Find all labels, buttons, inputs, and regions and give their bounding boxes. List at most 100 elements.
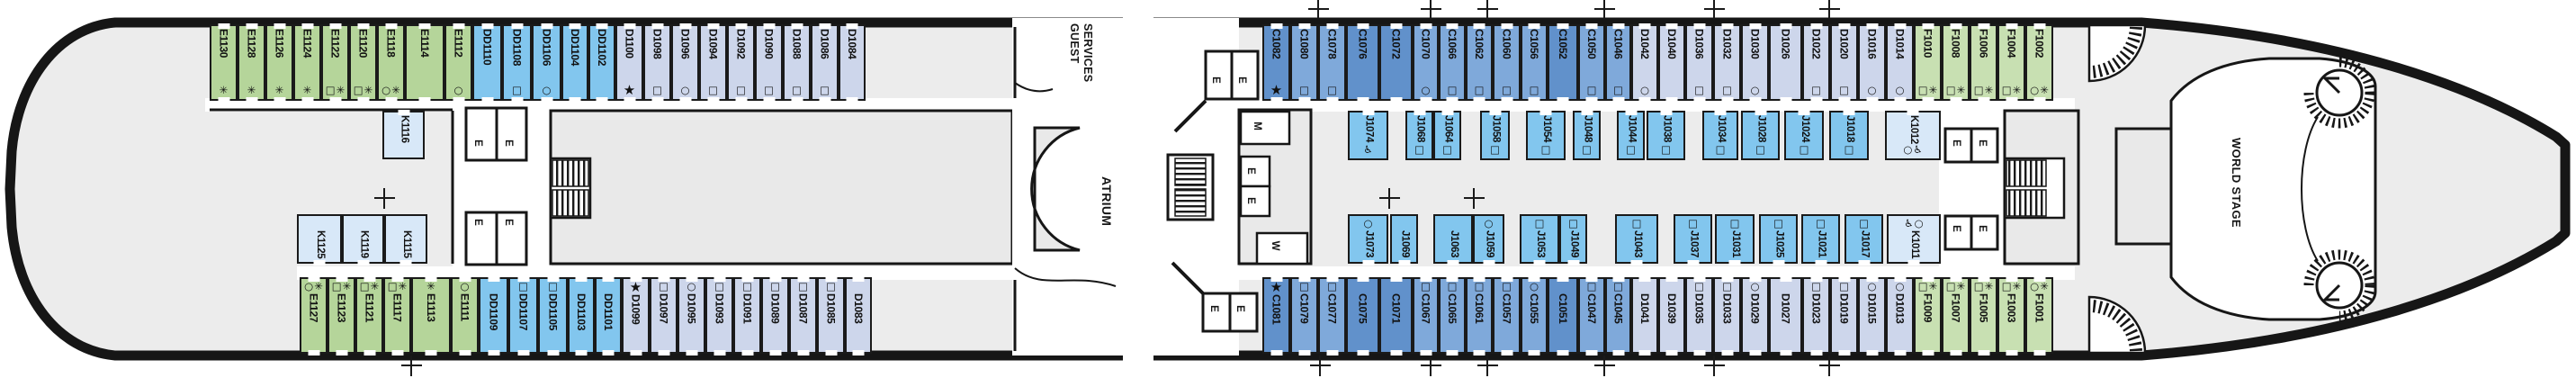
cabin-F1003[interactable]: □✳F1003: [1997, 275, 2025, 356]
cabin-DD1103[interactable]: DD1103: [568, 275, 595, 356]
cabin-J1054[interactable]: J1054□: [1526, 109, 1566, 160]
cabin-C1057[interactable]: □C1057: [1493, 275, 1521, 356]
cabin-F1001[interactable]: ○✳F1001: [2025, 275, 2053, 356]
cabin-F1009[interactable]: □✳F1009: [1914, 275, 1942, 356]
cabin-D1086[interactable]: D1086□: [811, 22, 839, 103]
cabin-J1073[interactable]: ○J1073: [1348, 214, 1388, 266]
cabin-E1123[interactable]: □✳E1123: [328, 275, 355, 356]
cabin-D1019[interactable]: □D1019: [1830, 275, 1858, 356]
cabin-C1067[interactable]: □C1067: [1413, 275, 1439, 356]
cabin-DD1109[interactable]: DD1109: [479, 275, 508, 356]
cabin-E1113[interactable]: ✳E1113: [411, 275, 451, 356]
cabin-DD1102[interactable]: DD1102: [588, 22, 615, 103]
cabin-D1091[interactable]: □D1091: [733, 275, 761, 356]
cabin-DD1110[interactable]: DD1110: [472, 22, 502, 103]
cabin-J1064[interactable]: J1064□: [1433, 109, 1461, 160]
cabin-C1072[interactable]: C1072: [1379, 22, 1413, 103]
cabin-K1115[interactable]: K1115: [384, 214, 427, 266]
cabin-E1120[interactable]: E1120□✳: [349, 22, 377, 103]
cabin-C1062[interactable]: C1062□: [1466, 22, 1493, 103]
cabin-C1046[interactable]: C1046□: [1605, 22, 1631, 103]
cabin-DD1106[interactable]: DD1106○: [532, 22, 561, 103]
cabin-C1081[interactable]: ★C1081: [1262, 275, 1290, 356]
cabin-E1118[interactable]: E1118○✳: [377, 22, 405, 103]
cabin-C1077[interactable]: □C1077: [1318, 275, 1346, 356]
cabin-E1114[interactable]: E1114: [405, 22, 444, 103]
cabin-J1031[interactable]: □J1031: [1715, 214, 1755, 266]
cabin-D1090[interactable]: D1090□: [755, 22, 783, 103]
cabin-C1056[interactable]: C1056□: [1521, 22, 1548, 103]
cabin-J1025[interactable]: □J1025: [1759, 214, 1798, 266]
cabin-J1043[interactable]: □J1043: [1615, 214, 1658, 266]
cabin-D1099[interactable]: ★D1099: [622, 275, 650, 356]
cabin-K1012[interactable]: K1012○♿: [1885, 109, 1941, 160]
cabin-D1087[interactable]: □D1087: [789, 275, 817, 356]
cabin-DD1108[interactable]: DD1108□: [502, 22, 532, 103]
cabin-E1121[interactable]: □✳E1121: [355, 275, 383, 356]
cabin-F1007[interactable]: □✳F1007: [1942, 275, 1970, 356]
cabin-C1080[interactable]: C1080□: [1290, 22, 1318, 103]
cabin-DD1101[interactable]: DD1101: [595, 275, 622, 356]
cabin-D1041[interactable]: D1041: [1631, 275, 1658, 356]
cabin-DD1105[interactable]: □DD1105: [538, 275, 568, 356]
cabin-D1089[interactable]: □D1089: [761, 275, 789, 356]
cabin-E1127[interactable]: ○✳E1127: [300, 275, 328, 356]
cabin-E1130[interactable]: E1130✳: [210, 22, 238, 103]
cabin-K1125[interactable]: K1125: [297, 214, 342, 266]
cabin-D1014[interactable]: D1014○: [1886, 22, 1914, 103]
cabin-D1030[interactable]: D1030○: [1741, 22, 1769, 103]
cabin-D1088[interactable]: D1088□: [783, 22, 811, 103]
cabin-D1015[interactable]: ○D1015: [1858, 275, 1886, 356]
cabin-DD1104[interactable]: DD1104: [561, 22, 588, 103]
cabin-J1024[interactable]: J1024□: [1784, 109, 1824, 160]
cabin-J1021[interactable]: □J1021: [1801, 214, 1840, 266]
cabin-D1097[interactable]: □D1097: [650, 275, 678, 356]
cabin-D1092[interactable]: D1092□: [727, 22, 755, 103]
cabin-C1045[interactable]: □C1045: [1605, 275, 1631, 356]
cabin-J1053[interactable]: □J1053: [1520, 214, 1559, 266]
cabin-C1082[interactable]: C1082★: [1262, 22, 1290, 103]
cabin-D1042[interactable]: D1042○: [1631, 22, 1658, 103]
cabin-C1079[interactable]: □C1079: [1290, 275, 1318, 356]
cabin-E1111[interactable]: ○E1111: [451, 275, 479, 356]
cabin-C1052[interactable]: C1052: [1548, 22, 1578, 103]
cabin-D1013[interactable]: ○D1013: [1886, 275, 1914, 356]
cabin-F1005[interactable]: □✳F1005: [1970, 275, 1997, 356]
cabin-D1023[interactable]: □D1023: [1802, 275, 1830, 356]
cabin-F1010[interactable]: F1010□✳: [1914, 22, 1942, 103]
cabin-E1126[interactable]: E1126✳: [265, 22, 293, 103]
cabin-C1070[interactable]: C1070○: [1413, 22, 1439, 103]
cabin-E1117[interactable]: □✳E1117: [383, 275, 411, 356]
cabin-K1011[interactable]: ♿○K1011: [1887, 214, 1941, 266]
cabin-D1095[interactable]: ○D1095: [678, 275, 705, 356]
cabin-C1075[interactable]: C1075: [1346, 275, 1379, 356]
cabin-D1094[interactable]: D1094□: [699, 22, 727, 103]
cabin-K1116[interactable]: K1116: [382, 109, 425, 159]
cabin-F1002[interactable]: F1002○✳: [2025, 22, 2053, 103]
cabin-J1017[interactable]: □J1017: [1844, 214, 1883, 266]
cabin-D1036[interactable]: D1036□: [1685, 22, 1713, 103]
cabin-F1004[interactable]: F1004□✳: [1997, 22, 2025, 103]
cabin-D1093[interactable]: □D1093: [705, 275, 733, 356]
cabin-D1039[interactable]: D1039: [1658, 275, 1685, 356]
cabin-J1058[interactable]: J1058□: [1480, 109, 1510, 160]
cabin-C1078[interactable]: C1078□: [1318, 22, 1346, 103]
cabin-C1051[interactable]: C1051: [1548, 275, 1578, 356]
cabin-J1028[interactable]: J1028□: [1741, 109, 1780, 160]
cabin-D1098[interactable]: D1098□: [643, 22, 671, 103]
cabin-J1049[interactable]: □J1049: [1559, 214, 1587, 266]
cabin-D1035[interactable]: □D1035: [1685, 275, 1713, 356]
cabin-J1059[interactable]: ○J1059: [1473, 214, 1504, 266]
cabin-D1083[interactable]: D1083: [845, 275, 872, 356]
cabin-C1065[interactable]: □C1065: [1439, 275, 1466, 356]
cabin-D1022[interactable]: D1022□: [1802, 22, 1830, 103]
cabin-D1096[interactable]: D1096○: [671, 22, 699, 103]
cabin-D1026[interactable]: D1026: [1769, 22, 1802, 103]
cabin-F1006[interactable]: F1006□✳: [1970, 22, 1997, 103]
cabin-E1124[interactable]: E1124✳: [293, 22, 321, 103]
cabin-E1128[interactable]: E1128✳: [238, 22, 265, 103]
cabin-D1016[interactable]: D1016○: [1858, 22, 1886, 103]
cabin-D1084[interactable]: D1084: [839, 22, 866, 103]
cabin-J1034[interactable]: J1034□: [1702, 109, 1738, 160]
cabin-D1020[interactable]: D1020□: [1830, 22, 1858, 103]
